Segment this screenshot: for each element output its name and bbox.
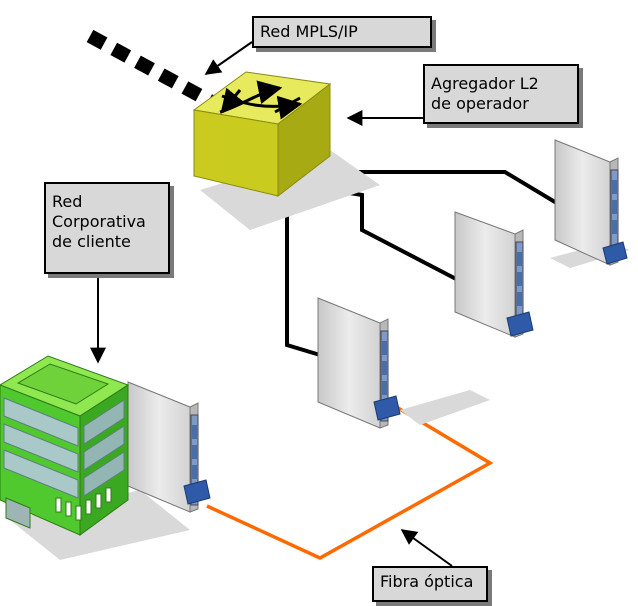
aggregator-label-line1: Agregador L2	[431, 74, 539, 93]
access-device-far	[554, 139, 628, 266]
corporate-label-line1: Red	[52, 192, 83, 211]
shadows	[10, 150, 630, 560]
switch-icon	[192, 71, 332, 198]
access-device-customer	[127, 381, 211, 513]
arrow-icon	[400, 529, 453, 567]
corporate-label-line3: de cliente	[52, 232, 131, 251]
access-device-near	[317, 297, 401, 429]
callout-corporate: Red Corporativa de cliente	[44, 182, 170, 274]
building-icon	[0, 355, 130, 536]
callout-mpls: Red MPLS/IP	[252, 16, 432, 48]
link-to-device-near	[285, 188, 321, 357]
callout-arrows	[90, 41, 453, 567]
access-device-mid	[454, 211, 534, 338]
fiber-label: Fibra óptica	[380, 572, 474, 591]
arrow-icon	[204, 41, 253, 75]
mpls-label: Red MPLS/IP	[260, 22, 358, 41]
callout-fiber: Fibra óptica	[372, 566, 488, 602]
fiber-link	[206, 403, 494, 560]
link-to-device-far	[300, 170, 562, 207]
callout-aggregator: Agregador L2 de operador	[423, 64, 579, 124]
corporate-label-line2: Corporativa	[52, 212, 146, 231]
aggregator-label-line2: de operador	[431, 94, 529, 113]
